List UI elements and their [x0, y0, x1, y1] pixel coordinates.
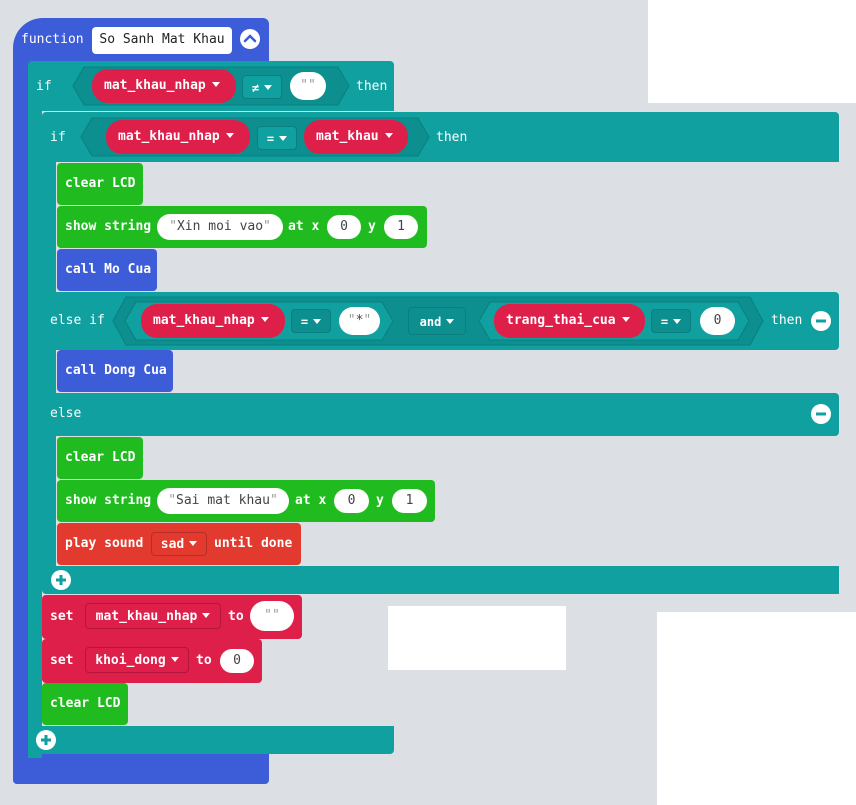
final-clear-lcd-block[interactable]: clear LCD — [42, 683, 128, 725]
else-if-and-label: and — [419, 315, 442, 329]
play-sound-label: play sound — [65, 536, 144, 551]
else-if-and-dropdown[interactable]: and — [408, 307, 466, 335]
outer-if-spine — [28, 108, 42, 758]
else-show-string-text: Sai mat khau — [176, 493, 270, 508]
show-string-at-x: at x — [288, 219, 320, 234]
inner-if-operator-dropdown[interactable]: = — [257, 126, 297, 150]
function-block-bottom — [13, 752, 269, 784]
inner-if-then: then — [436, 130, 468, 145]
call-mo-cua-block[interactable]: call Mo Cua — [57, 249, 157, 291]
workspace-blank-mid — [388, 606, 566, 670]
outer-if-keyword: if — [36, 79, 52, 94]
show-string-y-label: y — [368, 219, 376, 234]
set-mat-khau-nhap-var: mat_khau_nhap — [95, 609, 198, 624]
else-clear-lcd-label: clear LCD — [65, 450, 136, 465]
else-show-string-label: show string — [65, 493, 152, 508]
function-keyword: function — [21, 32, 84, 47]
inner-if-var-label: mat_khau_nhap — [118, 129, 220, 144]
else-if-right-var-label: trang_thai_cua — [506, 313, 616, 328]
set-khoi-dong-value: 0 — [233, 653, 241, 668]
else-if-right-value: 0 — [713, 313, 722, 328]
outer-if-operator-dropdown[interactable]: ≠ — [242, 75, 282, 99]
set-label: set — [50, 609, 74, 624]
set-label-2: set — [50, 653, 74, 668]
inner-if-compare-var-dropdown[interactable]: mat_khau — [304, 120, 408, 154]
function-name-text: So Sanh Mat Khau — [99, 32, 225, 47]
else-show-string-at-x: at x — [295, 493, 327, 508]
workspace-blank-bottom-right — [657, 612, 856, 805]
inner-if-bottom-ext — [390, 566, 839, 594]
else-if-left-var-label: mat_khau_nhap — [153, 313, 255, 328]
set-khoi-dong-block[interactable]: set khoi_dong to 0 — [42, 639, 262, 683]
set-to-label: to — [228, 609, 244, 624]
else-block[interactable] — [42, 393, 839, 436]
inner-if-compare-var-label: mat_khau — [316, 129, 379, 144]
play-sound-sound: sad — [160, 537, 185, 552]
else-show-string-x-field[interactable]: 0 — [334, 489, 369, 513]
call-mo-cua-label: call Mo Cua — [65, 262, 152, 277]
outer-if-then: then — [356, 79, 388, 94]
set-mat-khau-nhap-value-field[interactable]: "" — [250, 601, 294, 631]
set-to-label-2: to — [196, 653, 212, 668]
else-if-right-value-field[interactable]: 0 — [700, 307, 735, 335]
play-sound-block[interactable]: play sound sad until done — [57, 523, 301, 565]
call-dong-cua-label: call Dong Cua — [65, 363, 167, 378]
else-if-left-value-field[interactable]: "*" — [339, 307, 380, 335]
show-string-x-field[interactable]: 0 — [327, 215, 361, 239]
else-show-string-block[interactable]: show string "Sai mat khau" at x 0 y 1 — [57, 480, 435, 522]
else-if-keyword: else if — [50, 313, 105, 328]
set-khoi-dong-value-field[interactable]: 0 — [220, 649, 254, 673]
call-dong-cua-block[interactable]: call Dong Cua — [57, 350, 173, 392]
inner-if-var-dropdown[interactable]: mat_khau_nhap — [106, 120, 250, 154]
show-string-y-field[interactable]: 1 — [384, 215, 418, 239]
function-name-field[interactable]: So Sanh Mat Khau — [92, 27, 232, 54]
minus-circle-icon[interactable] — [811, 404, 831, 424]
clear-lcd-block[interactable]: clear LCD — [57, 163, 143, 205]
play-sound-sound-dropdown[interactable]: sad — [151, 532, 207, 556]
show-string-block[interactable]: show string "Xin moi vao" at x 0 y 1 — [57, 206, 427, 248]
set-khoi-dong-var-dropdown[interactable]: khoi_dong — [85, 647, 189, 673]
final-clear-lcd-label: clear LCD — [50, 696, 121, 711]
chevron-up-icon[interactable] — [240, 29, 260, 49]
else-keyword: else — [50, 406, 82, 421]
else-if-left-operator: = — [300, 315, 309, 329]
else-if-then: then — [771, 313, 803, 328]
else-if-left-operator-dropdown[interactable]: = — [291, 309, 331, 333]
else-show-string-text-field[interactable]: "Sai mat khau" — [157, 488, 289, 514]
else-if-right-operator: = — [660, 315, 669, 329]
outer-if-var-label: mat_khau_nhap — [104, 78, 206, 93]
plus-circle-icon[interactable] — [36, 730, 56, 750]
function-block-spine — [13, 60, 31, 760]
play-sound-until: until done — [214, 536, 293, 551]
workspace-blank-top-right — [648, 0, 856, 103]
else-show-string-y-label: y — [376, 493, 384, 508]
else-if-left-value: * — [355, 313, 364, 328]
else-if-left-var-dropdown[interactable]: mat_khau_nhap — [141, 304, 285, 338]
else-clear-lcd-block[interactable]: clear LCD — [57, 437, 143, 479]
inner-if-keyword: if — [50, 130, 66, 145]
set-mat-khau-nhap-var-dropdown[interactable]: mat_khau_nhap — [85, 603, 221, 629]
else-if-spine — [42, 348, 56, 394]
outer-if-bottom — [28, 726, 394, 754]
set-khoi-dong-var: khoi_dong — [95, 653, 166, 668]
inner-if-operator: = — [266, 132, 275, 146]
minus-circle-icon[interactable] — [811, 311, 831, 331]
outer-if-var-dropdown[interactable]: mat_khau_nhap — [92, 69, 236, 103]
else-if-right-var-dropdown[interactable]: trang_thai_cua — [494, 304, 645, 338]
else-if-right-operator-dropdown[interactable]: = — [651, 309, 691, 333]
plus-circle-icon[interactable] — [51, 570, 71, 590]
show-string-label: show string — [65, 219, 152, 234]
set-mat-khau-nhap-block[interactable]: set mat_khau_nhap to "" — [42, 595, 302, 639]
clear-lcd-label: clear LCD — [65, 176, 136, 191]
show-string-text: Xin moi vao — [176, 219, 264, 234]
else-show-string-y-field[interactable]: 1 — [392, 489, 427, 513]
show-string-text-field[interactable]: "Xin moi vao" — [157, 214, 283, 240]
outer-if-value-field[interactable]: "" — [290, 72, 326, 100]
outer-if-operator: ≠ — [251, 81, 260, 95]
